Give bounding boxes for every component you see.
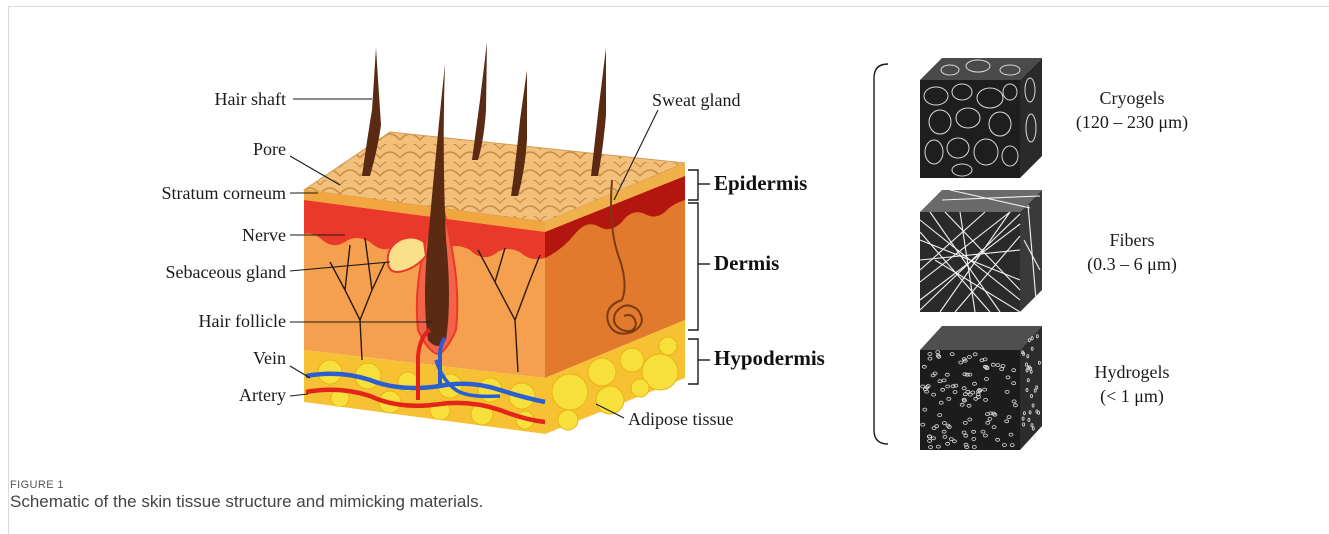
material-hydrogels: Hydrogels (< 1 μm) [1052,360,1212,408]
layer-brackets [688,170,710,384]
material-name: Cryogels [1052,86,1212,110]
materials-bracket [874,64,888,444]
fiber-cube [920,190,1042,312]
cryogel-cube [920,58,1042,178]
hydrogel-cube [920,326,1042,450]
label-sweat-gland: Sweat gland [652,89,740,111]
material-size: (0.3 – 6 μm) [1052,252,1212,276]
material-size: (120 – 230 μm) [1052,110,1212,134]
label-artery: Artery [239,384,286,406]
figure-label: FIGURE 1 [10,479,64,491]
label-nerve: Nerve [242,224,286,246]
label-hair-follicle: Hair follicle [199,310,286,332]
label-vein: Vein [253,347,286,369]
material-fibers: Fibers (0.3 – 6 μm) [1052,228,1212,276]
layer-hypodermis: Hypodermis [714,346,825,371]
label-adipose-tissue: Adipose tissue [628,408,734,430]
label-hair-shaft: Hair shaft [215,88,286,110]
label-pore: Pore [253,138,286,160]
material-name: Hydrogels [1052,360,1212,384]
layer-dermis: Dermis [714,251,779,276]
figure-caption: Schematic of the skin tissue structure a… [10,492,483,512]
material-size: (< 1 μm) [1052,384,1212,408]
label-sebaceous-gland: Sebaceous gland [166,261,286,283]
material-name: Fibers [1052,228,1212,252]
material-cryogels: Cryogels (120 – 230 μm) [1052,86,1212,134]
label-stratum-corneum: Stratum corneum [162,182,286,204]
layer-epidermis: Epidermis [714,171,807,196]
